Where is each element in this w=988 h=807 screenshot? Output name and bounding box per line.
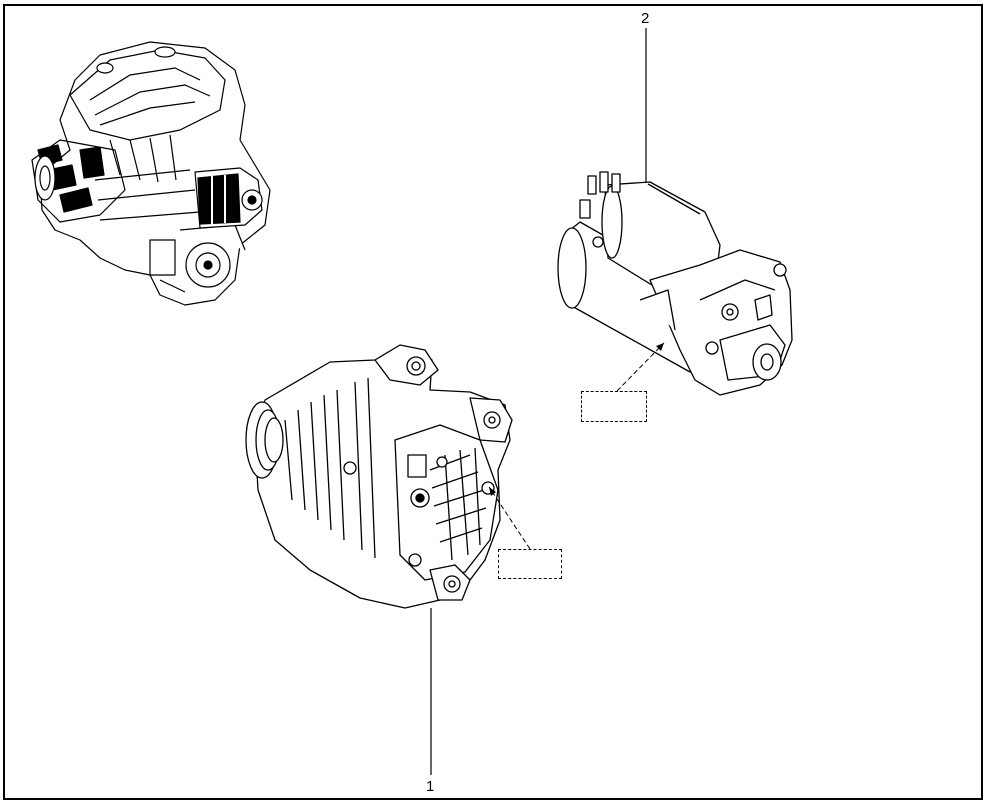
starter-motor-icon xyxy=(557,171,793,396)
callout-2: 2 xyxy=(641,10,650,27)
engine-icon xyxy=(31,41,271,306)
diagram-border xyxy=(3,4,983,800)
starter-ref-box xyxy=(581,391,647,422)
starter-ref-pointer xyxy=(616,342,665,392)
starter-ref-arrowhead xyxy=(656,343,664,351)
alternator-icon xyxy=(245,344,513,609)
alternator-ref-box xyxy=(498,549,562,579)
alternator-ref-arrowhead xyxy=(489,487,496,496)
callout-1: 1 xyxy=(426,778,435,795)
alternator-ref-pointer xyxy=(488,486,531,550)
